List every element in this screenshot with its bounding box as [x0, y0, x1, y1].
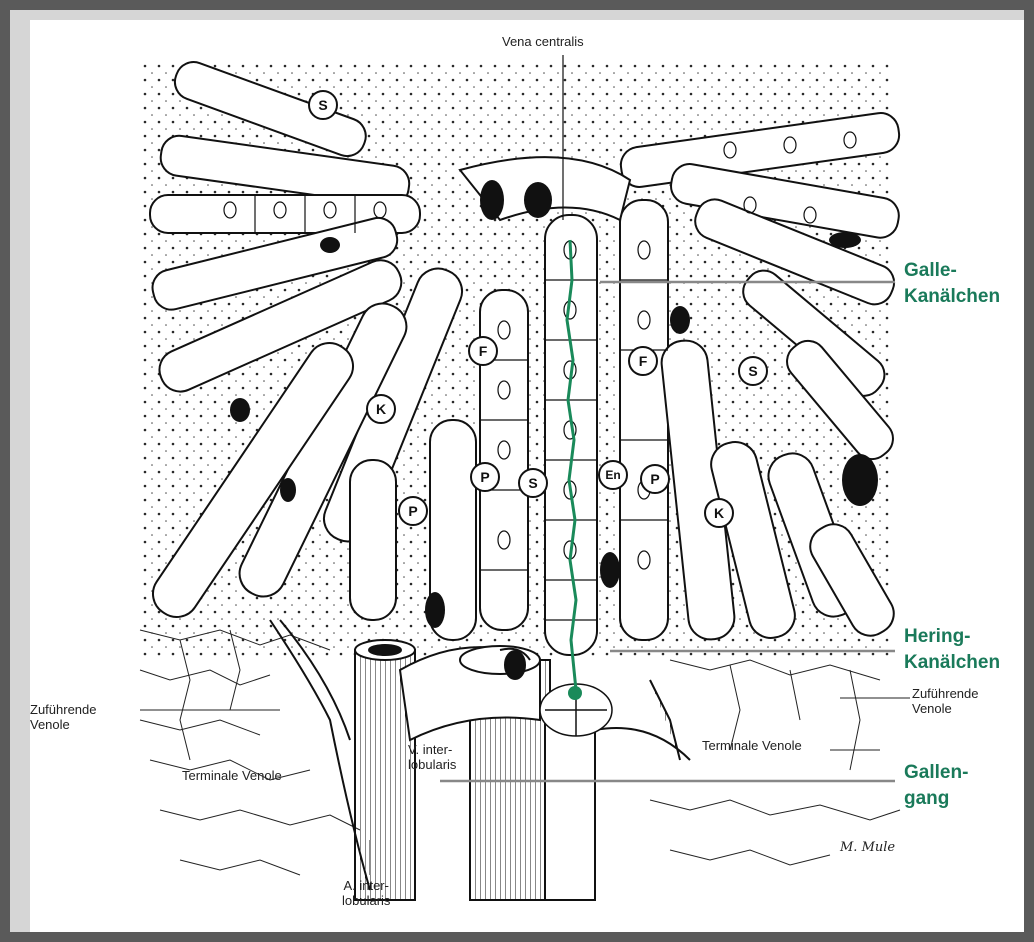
- diagram-panel: Vena centralis Zuführende Venole Zuführe…: [30, 20, 1024, 932]
- marker-s-right: S: [738, 356, 768, 386]
- marker-f-left: F: [468, 336, 498, 366]
- marker-k-left: K: [366, 394, 396, 424]
- label-hering: Hering-: [904, 626, 971, 648]
- marker-p-right: P: [640, 464, 670, 494]
- label-vena-centralis: Vena centralis: [502, 34, 584, 49]
- label-kanaelchen-1: Kanälchen: [904, 286, 1000, 308]
- label-gallen: Gallen-: [904, 762, 968, 784]
- label-kanaelchen-2: Kanälchen: [904, 652, 1000, 674]
- label-zufuehrende-venole-left: Zuführende Venole: [30, 702, 97, 732]
- label-gang: gang: [904, 788, 949, 810]
- label-a-interlobularis: A. inter- lobularis: [342, 878, 390, 908]
- marker-p-center: P: [470, 462, 500, 492]
- marker-s-top: S: [308, 90, 338, 120]
- label-terminale-venole-left: Terminale Venole: [182, 768, 282, 783]
- label-galle: Galle-: [904, 260, 957, 282]
- portal-vessels: [270, 620, 690, 900]
- marker-f-right: F: [628, 346, 658, 376]
- artist-signature: M. Mule: [840, 840, 895, 855]
- marker-p-left: P: [398, 496, 428, 526]
- marker-en: En: [598, 460, 628, 490]
- label-zufuehrende-venole-right: Zuführende Venole: [912, 686, 979, 716]
- marker-k-right: K: [704, 498, 734, 528]
- marker-s-center: S: [518, 468, 548, 498]
- label-terminale-venole-right: Terminale Venole: [702, 738, 802, 753]
- label-v-interlobularis: V. inter- lobularis: [408, 742, 456, 772]
